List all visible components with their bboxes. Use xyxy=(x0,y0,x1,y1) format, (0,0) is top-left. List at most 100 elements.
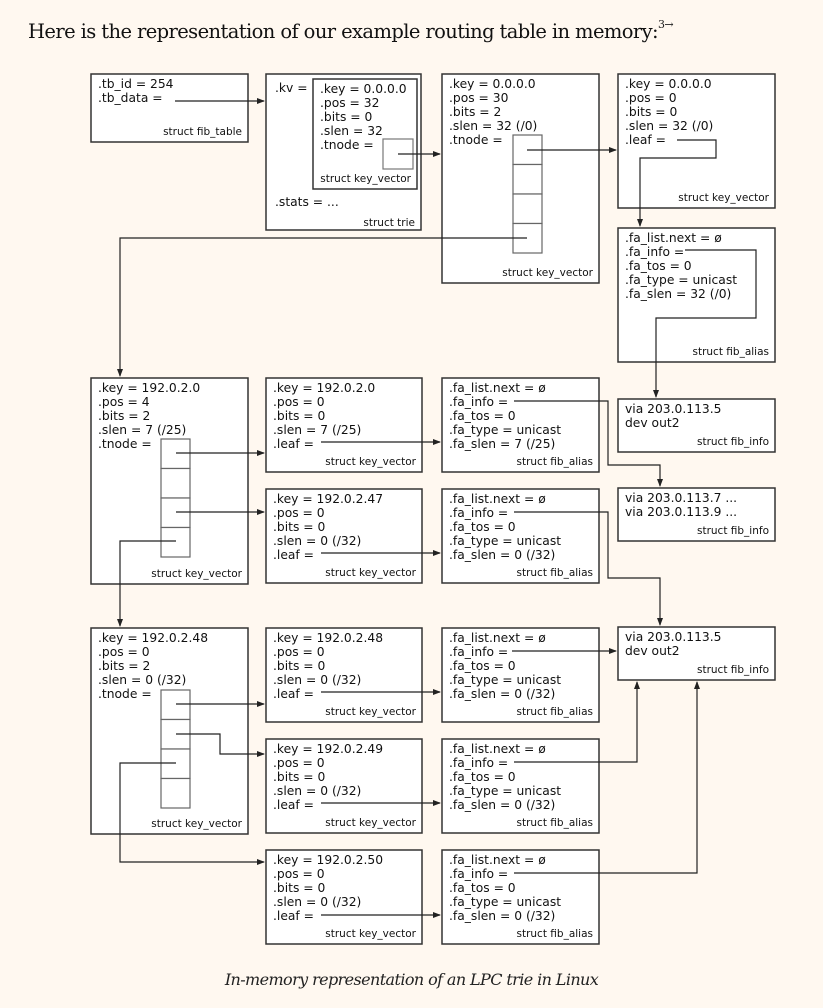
tnode-child-array xyxy=(160,438,191,558)
field-text: .key = 192.0.2.50 xyxy=(273,853,383,867)
root-child-3-pointer xyxy=(117,237,527,377)
field-text: .fa_slen = 32 (/0) xyxy=(625,287,731,301)
box-border xyxy=(441,488,600,584)
field-text: .key = 192.0.2.48 xyxy=(98,631,208,645)
field-text: .slen = 7 (/25) xyxy=(273,423,361,437)
field-text: .bits = 2 xyxy=(98,659,150,673)
field-text: .slen = 32 xyxy=(320,124,383,138)
box-border xyxy=(312,78,418,190)
field-text: .bits = 0 xyxy=(273,770,325,784)
field-text: .fa_list.next = ø xyxy=(449,742,546,756)
struct-type-label: struct key_vector xyxy=(502,267,593,279)
field-text: .pos = 0 xyxy=(98,645,150,659)
field-text: .tnode = xyxy=(320,138,374,152)
field-text: .bits = 0 xyxy=(273,659,325,673)
box-border xyxy=(265,377,423,473)
child-slot xyxy=(160,526,191,558)
field-text: .pos = 0 xyxy=(273,756,325,770)
field-text: .slen = 0 (/32) xyxy=(98,673,186,687)
field-text: .fa_list.next = ø xyxy=(449,492,546,506)
field-text: .fa_info = xyxy=(625,245,684,259)
struct-box-leaf-192-0-2-49: .key = 192.0.2.49.pos = 0.bits = 0.slen … xyxy=(265,738,423,834)
field-text: .fa_type = unicast xyxy=(449,673,561,687)
field-text: .slen = 0 (/32) xyxy=(273,534,361,548)
field-text: .slen = 32 (/0) xyxy=(449,119,537,133)
field-text: .fa_list.next = ø xyxy=(625,231,722,245)
struct-type-label: struct fib_info xyxy=(697,436,769,448)
field-text: .fa_type = unicast xyxy=(449,534,561,548)
field-text: .slen = 0 (/32) xyxy=(273,895,361,909)
fa-info-default-pointer xyxy=(653,249,757,398)
field-text: .bits = 0 xyxy=(625,105,677,119)
field-text: .bits = 2 xyxy=(449,105,501,119)
box-border xyxy=(265,627,423,723)
struct-box-fib-table: .tb_id = 254.tb_data =struct fib_table xyxy=(90,73,249,143)
field-text: .slen = 0 (/32) xyxy=(273,784,361,798)
child-slot xyxy=(160,777,191,809)
field-text: .fa_list.next = ø xyxy=(449,853,546,867)
field-text: .fa_tos = 0 xyxy=(449,770,516,784)
tnode-192-0-2-48-child-2 xyxy=(119,762,265,865)
field-text: .pos = 0 xyxy=(273,506,325,520)
field-text: .slen = 32 (/0) xyxy=(625,119,713,133)
field-text: .key = 192.0.2.49 xyxy=(273,742,383,756)
field-text: .fa_slen = 0 (/32) xyxy=(449,687,555,701)
fa-info-192-0-2-50-pointer xyxy=(514,681,700,874)
box-border xyxy=(441,738,600,834)
struct-type-label: struct key_vector xyxy=(325,706,416,718)
field-text: .fa_type = unicast xyxy=(449,895,561,909)
field-text: via 203.0.113.5 xyxy=(625,402,721,416)
tnode-192-0-2-0-child-3 xyxy=(117,540,176,627)
struct-type-label: struct key_vector xyxy=(325,567,416,579)
field-text: .bits = 2 xyxy=(98,409,150,423)
struct-type-label: struct key_vector xyxy=(325,456,416,468)
footnote-link[interactable]: 3→ xyxy=(658,17,674,31)
struct-box-alias-192-0-2-49: .fa_list.next = ø.fa_info =.fa_tos = 0.f… xyxy=(441,738,600,834)
field-text: .fa_tos = 0 xyxy=(449,659,516,673)
struct-type-label: struct fib_table xyxy=(163,126,242,138)
child-slot xyxy=(512,193,543,225)
field-text: .leaf = xyxy=(273,909,314,923)
field-text: .key = 0.0.0.0 xyxy=(449,77,536,91)
box-border xyxy=(441,849,600,945)
field-text: .bits = 0 xyxy=(320,110,372,124)
field-text: .bits = 0 xyxy=(273,409,325,423)
field-text: .fa_info = xyxy=(449,867,508,881)
field-text: .leaf = xyxy=(273,437,314,451)
field-text: .pos = 0 xyxy=(625,91,677,105)
box-border xyxy=(441,377,600,473)
field-text: .key = 192.0.2.48 xyxy=(273,631,383,645)
child-slot xyxy=(160,748,191,780)
field-text: via 203.0.113.7 ... xyxy=(625,491,737,505)
field-text: .bits = 0 xyxy=(273,881,325,895)
field-text: via 203.0.113.5 xyxy=(625,630,721,644)
field-text: via 203.0.113.9 ... xyxy=(625,505,737,519)
field-text: dev out2 xyxy=(625,416,680,430)
struct-box-leaf-192-0-2-0: .key = 192.0.2.0.pos = 0.bits = 0.slen =… xyxy=(265,377,423,473)
field-text: .fa_list.next = ø xyxy=(449,381,546,395)
box-border xyxy=(265,488,423,584)
struct-type-label: struct key_vector xyxy=(325,817,416,829)
struct-type-label: struct key_vector xyxy=(151,568,242,580)
struct-type-label: struct key_vector xyxy=(325,928,416,940)
struct-type-label: struct fib_alias xyxy=(517,456,594,468)
struct-type-label: struct key_vector xyxy=(678,192,769,204)
field-text: .pos = 0 xyxy=(273,395,325,409)
struct-box-info-2: via 203.0.113.7 ...via 203.0.113.9 ...st… xyxy=(617,487,776,542)
field-text: dev out2 xyxy=(625,644,680,658)
field-text: .key = 0.0.0.0 xyxy=(625,77,712,91)
child-slot xyxy=(160,467,191,499)
field-text: .pos = 32 xyxy=(320,96,379,110)
box-border xyxy=(90,73,249,143)
box-border xyxy=(617,487,776,542)
struct-box-leaf-192-0-2-48: .key = 192.0.2.48.pos = 0.bits = 0.slen … xyxy=(265,627,423,723)
field-text: .kv = xyxy=(275,81,308,95)
struct-box-tnode-192-0-2-0: .key = 192.0.2.0.pos = 4.bits = 2.slen =… xyxy=(90,377,249,585)
field-text: .fa_info = xyxy=(449,756,508,770)
field-text: .fa_info = xyxy=(449,395,508,409)
intro-text: Here is the representation of our exampl… xyxy=(28,20,659,43)
box-border xyxy=(617,398,776,453)
struct-box-leaf-192-0-2-47: .key = 192.0.2.47.pos = 0.bits = 0.slen … xyxy=(265,488,423,584)
field-text: .leaf = xyxy=(273,798,314,812)
